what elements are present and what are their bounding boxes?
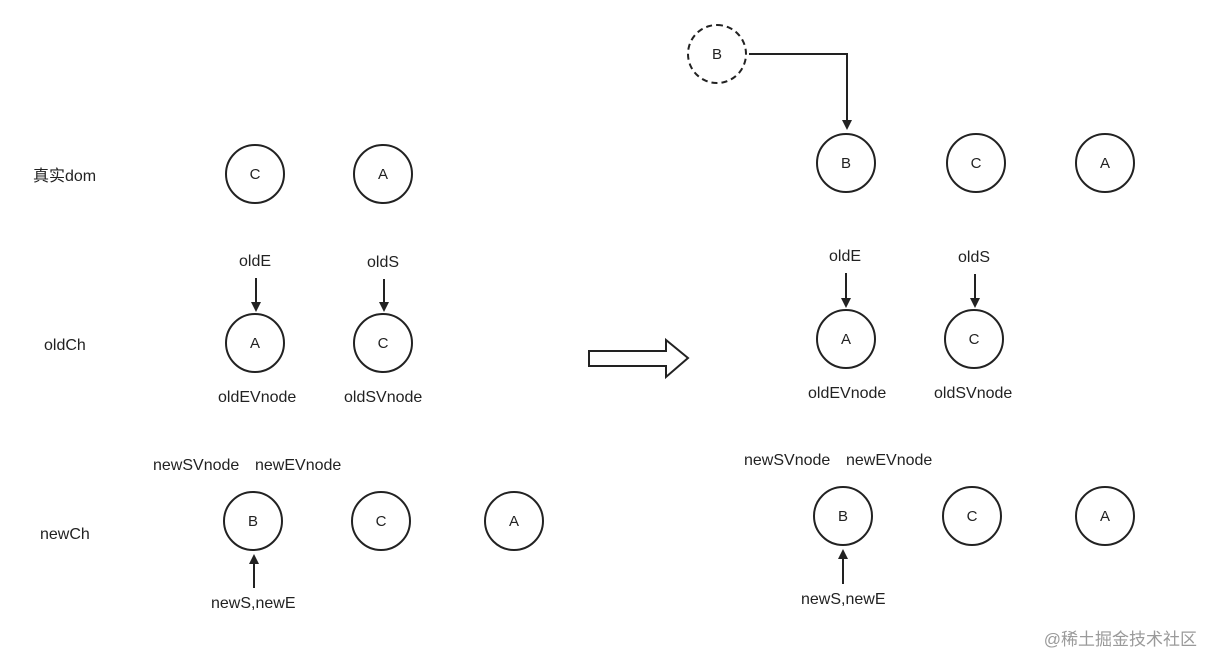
left-real-dom-node: A: [353, 144, 413, 204]
right-new-node: B: [813, 486, 873, 546]
transition-arrow: [588, 337, 690, 380]
left-old-s-label: oldS: [367, 254, 400, 271]
left-new-pointer-label: newS,newE: [211, 595, 296, 612]
right-new-s-vnode-label: newSVnode: [744, 452, 831, 469]
row-label-real-dom: 真实dom: [33, 168, 97, 185]
left-old-node: A: [225, 313, 285, 373]
watermark: @稀土掘金技术社区: [1043, 630, 1197, 649]
right-old-node: A: [816, 309, 876, 369]
left-new-node: B: [223, 491, 283, 551]
left-old-e-vnode-label: oldEVnode: [218, 389, 297, 406]
row-label-new-ch: newCh: [40, 526, 90, 543]
right-old-s-label: oldS: [958, 249, 991, 266]
right-new-node: A: [1075, 486, 1135, 546]
left-new-e-vnode-label: newEVnode: [255, 457, 342, 474]
insert-before-arrow: [749, 53, 852, 130]
right-old-e-label: oldE: [829, 248, 862, 265]
left-old-e-label: oldE: [239, 253, 272, 270]
left-old-node: C: [353, 313, 413, 373]
right-old-node: C: [944, 309, 1004, 369]
left-old-s-vnode-label: oldSVnode: [344, 389, 423, 406]
row-label-old-ch: oldCh: [44, 337, 86, 354]
right-real-dom-node: C: [946, 133, 1006, 193]
right-new-node: C: [942, 486, 1002, 546]
left-new-s-vnode-label: newSVnode: [153, 457, 240, 474]
left-new-node: C: [351, 491, 411, 551]
right-real-dom-node: B: [816, 133, 876, 193]
right-new-e-vnode-label: newEVnode: [846, 452, 933, 469]
left-real-dom-node: C: [225, 144, 285, 204]
right-real-dom-node: A: [1075, 133, 1135, 193]
right-old-s-vnode-label: oldSVnode: [934, 385, 1013, 402]
right-new-pointer-label: newS,newE: [801, 591, 886, 608]
right-inserted-node: B: [687, 24, 747, 84]
right-old-e-vnode-label: oldEVnode: [808, 385, 887, 402]
left-new-node: A: [484, 491, 544, 551]
